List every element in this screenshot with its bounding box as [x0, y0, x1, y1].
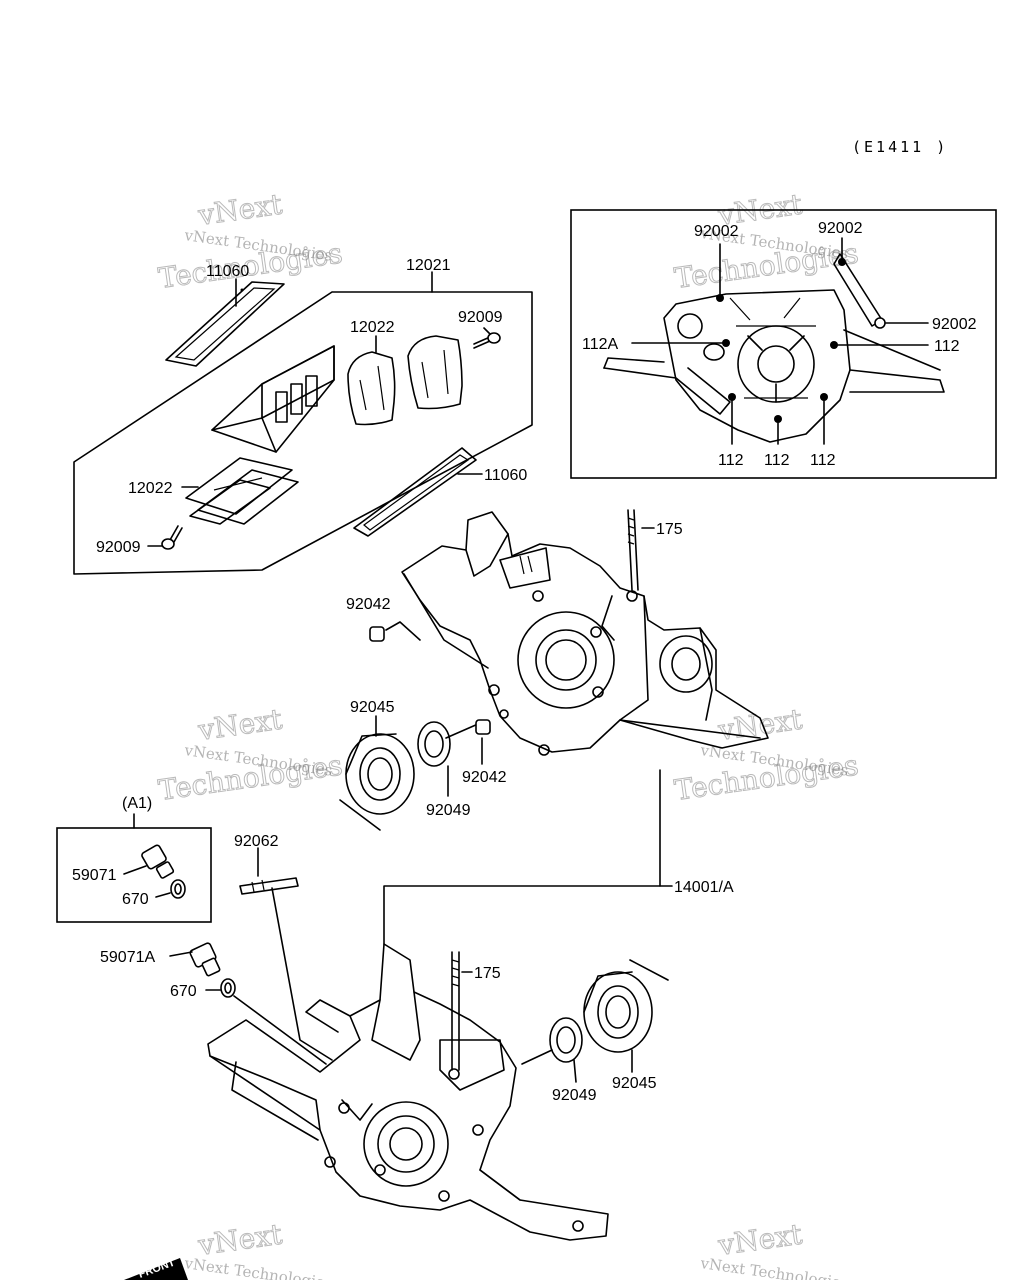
bolt-92002-c: [874, 317, 886, 329]
label-92009-left: 92009: [96, 539, 141, 556]
label-112-bottom-2: 112: [764, 452, 790, 469]
reed-petals-12022-top: [347, 335, 463, 426]
bolt-112-bottom-3: [820, 393, 828, 401]
svg-text:vNext Technologies: vNext Technologies: [182, 1254, 333, 1280]
label-11060-mid: 11060: [484, 467, 527, 484]
watermark-bottom-left: vNext vNext Technologies: [182, 1217, 333, 1280]
label-175-top: 175: [656, 521, 683, 538]
washer-670: [220, 978, 236, 998]
label-175-bottom: 175: [474, 965, 501, 982]
bolt-112-bottom-1: [728, 393, 736, 401]
switch-59071A: [189, 942, 221, 977]
watermark-bottom-right: vNext vNext Technologies: [698, 1217, 849, 1280]
label-59071A: 59071A: [100, 949, 155, 966]
label-112-right: 112: [934, 338, 960, 355]
reed-stopper-12022-left: [185, 457, 299, 525]
reed-valve-group: 12021 11060 12022: [73, 257, 533, 575]
svg-text:vNext: vNext: [195, 702, 284, 747]
svg-text:vNext: vNext: [715, 1217, 804, 1262]
gasket-11060-top: [165, 281, 285, 367]
assembly-axis-bottom: [521, 1049, 553, 1065]
label-92002-b: 92002: [818, 220, 863, 237]
case-half-inner-view: [603, 253, 945, 443]
label-92045-top: 92045: [350, 699, 395, 716]
label-670: 670: [170, 983, 197, 1000]
label-92049-top: 92049: [426, 802, 471, 819]
label-92045-bottom: 92045: [612, 1075, 657, 1092]
leader-92042-top: [385, 621, 421, 641]
label-112A: 112A: [582, 336, 619, 353]
screw-92009-top: [473, 332, 501, 349]
bracket-link: [833, 253, 883, 327]
svg-text:vNext Technologies: vNext Technologies: [698, 1254, 849, 1280]
watermark-top-left: vNext Technologies vNext Technologies: [156, 187, 345, 295]
label-12022-top: 12022: [350, 319, 395, 336]
reed-block: [211, 345, 335, 453]
label-14001A: 14001/A: [674, 879, 734, 896]
gasket-11060-mid: [353, 447, 477, 537]
stud-175-top: [627, 509, 633, 591]
switch-59071: [141, 844, 175, 879]
front-marker: FRONT: [124, 1256, 188, 1280]
bolt-92002-a: [716, 294, 724, 302]
dowel-112A: [722, 339, 730, 347]
label-112-bottom-3: 112: [810, 452, 836, 469]
inset-box-a1: (A1) 59071 670: [56, 795, 212, 923]
label-92062: 92062: [234, 833, 279, 850]
leader-14001A: [383, 769, 661, 945]
leader-59071A: [169, 951, 193, 957]
bolt-112-bottom-2: [774, 415, 782, 423]
bolt-92002-b: [838, 258, 846, 266]
leader-92009-top: [483, 327, 491, 335]
label-112-bottom-1: 112: [718, 452, 744, 469]
leader-670-to-case: [233, 995, 327, 1065]
crankcase-right-half: [401, 509, 769, 756]
inset-box-frame: [56, 827, 212, 923]
label-670-inset: 670: [122, 891, 149, 908]
leader-670-inset: [155, 892, 171, 898]
reed-valve-group-bracket: [73, 291, 533, 575]
svg-text:vNext: vNext: [195, 187, 284, 232]
assembly-axis-top: [445, 723, 479, 739]
leader-59071: [123, 865, 147, 875]
leader-92062-to-case: [271, 887, 333, 1061]
label-59071: 59071: [72, 867, 117, 884]
detail-box-frame: [570, 209, 997, 479]
leader-92049-bottom: [573, 1059, 577, 1083]
label-11060-top: 11060: [206, 263, 249, 280]
dowel-92042-mid: [475, 719, 491, 735]
svg-text:vNext: vNext: [195, 1217, 284, 1262]
seal-92049-bottom: [549, 1017, 583, 1063]
label-92002-a: 92002: [694, 223, 739, 240]
seal-92049-top: [417, 721, 451, 767]
washer-670-inset: [170, 879, 186, 899]
watermark-mid-left: vNext Technologies vNext Technologies: [156, 702, 345, 807]
label-a1: (A1): [122, 795, 152, 812]
diagram-reference-code: (E1411 ): [852, 138, 948, 156]
label-92002-c: 92002: [932, 316, 977, 333]
label-92042-top: 92042: [346, 596, 391, 613]
bearing-92045-bottom: [583, 959, 669, 1053]
crankcase-left-half: [207, 943, 609, 1241]
screw-92009-left: [161, 525, 183, 550]
watermark-top-right: vNext Technologies vNext Technologies: [672, 187, 861, 295]
label-92049-bottom: 92049: [552, 1087, 597, 1104]
label-12022-left: 12022: [128, 480, 173, 497]
bolt-112-right: [830, 341, 838, 349]
watermark-mid-right: vNext Technologies vNext Technologies: [672, 702, 861, 807]
stud-92062: [239, 877, 299, 895]
dowel-92042-top: [369, 626, 385, 642]
label-12021: 12021: [406, 257, 451, 274]
label-92042-mid: 92042: [462, 769, 507, 786]
crankcase-detail-box: 92002 92002 92002 112A 112 112 112 112: [570, 209, 997, 479]
bearing-92045-top: [339, 733, 415, 831]
label-92009-top: 92009: [458, 309, 503, 326]
